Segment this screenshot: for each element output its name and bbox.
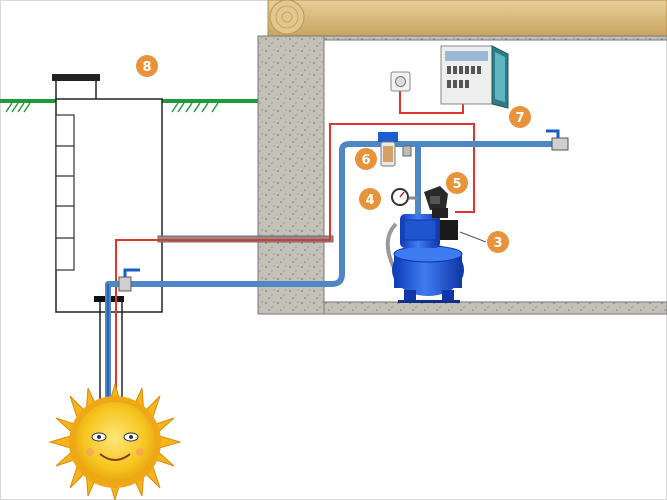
water-pipe <box>105 141 563 423</box>
foundation-wall <box>257 35 667 315</box>
callout-5: 5 <box>446 172 468 194</box>
pressure-switch <box>424 186 448 210</box>
valve-outlet <box>546 129 569 151</box>
well-caisson <box>52 74 163 313</box>
svg-text:8: 8 <box>142 60 151 75</box>
power-cable <box>115 123 475 420</box>
svg-text:5: 5 <box>452 177 461 192</box>
control-panel <box>440 45 509 109</box>
callout-7: 7 <box>509 106 531 128</box>
valve-well <box>118 268 140 292</box>
svg-text:3: 3 <box>493 236 502 251</box>
svg-text:6: 6 <box>361 153 370 168</box>
water-filter <box>378 132 412 167</box>
svg-text:4: 4 <box>365 193 374 208</box>
sun-face <box>86 432 144 461</box>
callout-3: 3 <box>459 231 509 253</box>
pressure-gauge <box>391 188 418 206</box>
ceiling-beam <box>267 0 667 37</box>
pump-station <box>385 208 464 303</box>
callout-8: 8 <box>136 55 158 77</box>
svg-text:7: 7 <box>515 111 524 126</box>
ground-line <box>0 99 258 113</box>
callout-4: 4 <box>359 188 381 210</box>
sun-icon <box>48 382 182 500</box>
wall-socket <box>390 71 411 92</box>
callout-6: 6 <box>355 148 377 170</box>
power-cable-branch <box>399 90 464 114</box>
